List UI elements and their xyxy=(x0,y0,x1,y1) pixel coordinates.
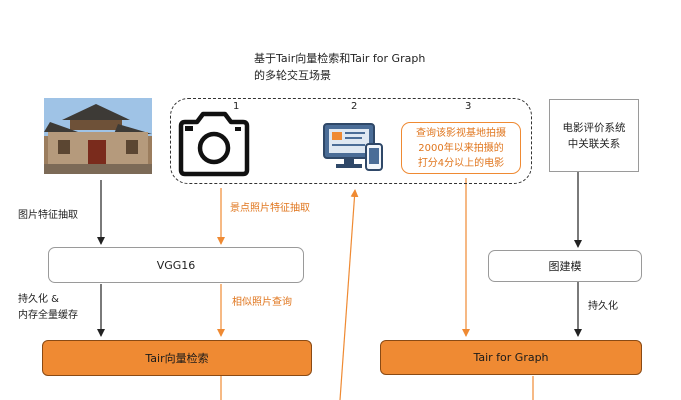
label-similar-query: 相似照片查询 xyxy=(232,297,292,308)
step-number-1: 1 xyxy=(233,101,240,112)
title-line-1: 基于Tair向量检索和Tair for Graph xyxy=(254,52,426,65)
movie-system-line-1: 电影评价系统 xyxy=(562,121,626,134)
building-photo xyxy=(44,98,152,174)
query-line-1: 查询该影视基地拍摄 xyxy=(416,127,506,139)
label-persist: 持久化 xyxy=(588,301,618,312)
vgg16-box: VGG16 xyxy=(48,247,304,283)
diagram-title: 基于Tair向量检索和Tair for Graph 的多轮交互场景 xyxy=(254,50,454,84)
arrow-bottom-to-dashed-group xyxy=(339,189,359,400)
label-image-feature: 图片特征抽取 xyxy=(18,210,78,221)
movie-system-line-2: 中关联关系 xyxy=(567,137,621,150)
interaction-group xyxy=(170,98,532,184)
query-line-3: 打分4分以上的电影 xyxy=(417,157,505,169)
step-number-2: 2 xyxy=(351,101,358,112)
query-line-2: 2000年以来拍摄的 xyxy=(418,142,504,154)
camera-icon xyxy=(177,110,251,182)
query-box: 查询该影视基地拍摄 2000年以来拍摄的 打分4分以上的电影 xyxy=(401,122,521,174)
label-persist-line-2: 内存全量缓存 xyxy=(18,310,78,321)
tair-for-graph-box: Tair for Graph xyxy=(380,340,642,375)
label-persist-line-1: 持久化 & xyxy=(18,294,59,305)
label-scenic-feature: 景点照片特征抽取 xyxy=(230,203,310,214)
tair-vector-search-box: Tair向量检索 xyxy=(42,340,312,376)
title-line-2: 的多轮交互场景 xyxy=(254,69,331,82)
graph-build-box: 图建模 xyxy=(488,250,642,282)
movie-rating-system-box: 电影评价系统 中关联关系 xyxy=(549,99,639,172)
step-number-3: 3 xyxy=(465,101,472,112)
computer-phone-icon xyxy=(322,120,386,178)
